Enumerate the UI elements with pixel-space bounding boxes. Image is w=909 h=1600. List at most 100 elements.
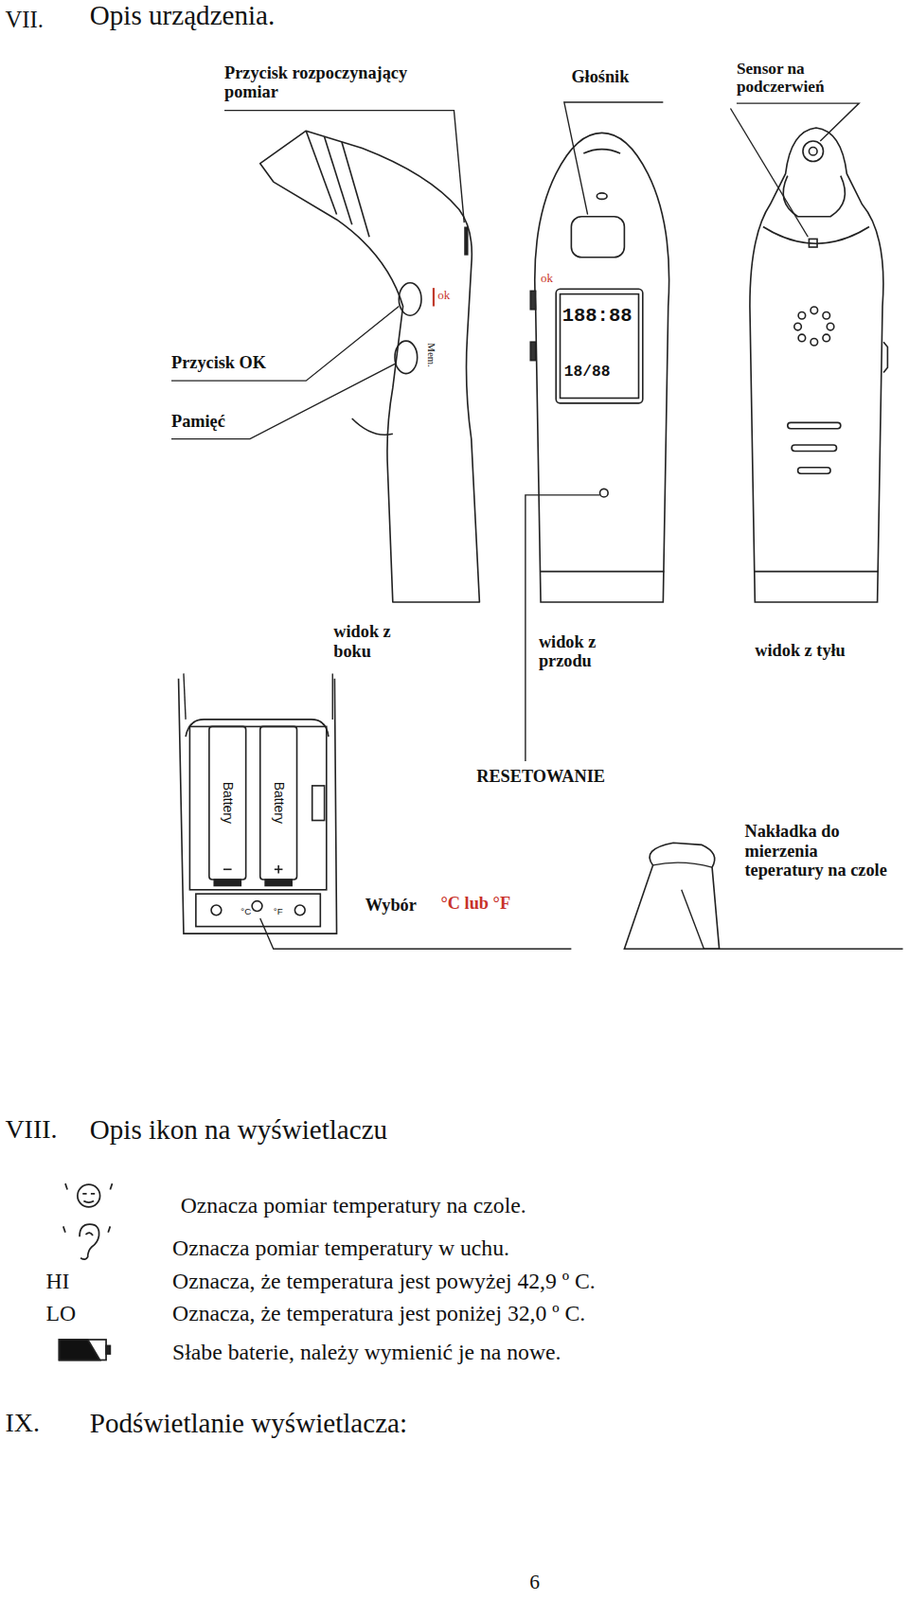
side-probe-ring: [341, 142, 370, 237]
leader-line: [730, 107, 808, 237]
forehead-cap: [623, 842, 719, 949]
front-bottom-band: [539, 570, 664, 573]
part-label: °C lub °F: [441, 893, 512, 913]
probe-clip: [808, 238, 818, 248]
forehead-icon: [77, 1184, 101, 1208]
view-label: widok z tyłu: [754, 641, 846, 660]
view-line: [183, 673, 186, 719]
forehead-icon: [65, 1183, 113, 1190]
leader-line: [681, 890, 904, 949]
section-heading: Opis urządzenia.: [89, 0, 276, 32]
view-label: widok z przodu: [538, 632, 626, 672]
unit-mark: °C: [240, 907, 251, 918]
side-key: [530, 290, 535, 309]
forehead-cap-line: [653, 862, 713, 868]
leader-lines: [171, 102, 904, 949]
battery-cell: [209, 726, 247, 880]
ir-sensor: [802, 141, 824, 162]
part-label: Pamięć: [171, 411, 226, 431]
part-label: Sensor na podczerwień: [736, 59, 865, 97]
front-view: [530, 132, 669, 603]
battery-contact: [265, 879, 292, 886]
battery-compartment: [178, 678, 338, 934]
minus-sign: [223, 868, 232, 871]
leader-line: [564, 102, 664, 215]
leader-line: [525, 495, 601, 762]
battery-text: Battery: [270, 782, 286, 824]
side-probe-ring: [324, 137, 353, 226]
button-mark: ok: [540, 271, 553, 286]
part-label: Głośnik: [570, 67, 629, 87]
red-mark: [432, 287, 435, 306]
icon-code: LO: [46, 1301, 77, 1327]
icon-description: Oznacza pomiar temperatury na czole.: [180, 1193, 527, 1219]
part-label: Przycisk rozpoczynający pomiar: [224, 63, 464, 103]
grille-slot: [787, 422, 841, 428]
part-label: RESETOWANIE: [476, 766, 606, 786]
leader-line: [224, 110, 464, 224]
section-number: IX.: [4, 1408, 40, 1438]
speaker-holes: [794, 306, 835, 346]
lcd-screen: [560, 294, 640, 399]
lcd-digits: 18/88: [564, 363, 611, 381]
grille-slot: [791, 445, 837, 451]
page-number: 6: [529, 1570, 540, 1594]
reset-hole: [600, 488, 609, 498]
compartment-floor: [196, 893, 321, 927]
ir-sensor-core: [808, 146, 818, 156]
button-mark: Mem.: [426, 342, 438, 368]
view-line: [332, 673, 334, 719]
back-side-bump: [883, 341, 888, 373]
compartment-rim: [185, 719, 329, 737]
side-view: [260, 130, 481, 603]
lcd-digits: 188:88: [562, 305, 633, 328]
icon-description: Słabe baterie, należy wymienić je na now…: [172, 1339, 561, 1366]
front-icon: [596, 193, 607, 199]
side-housing: [260, 130, 481, 603]
icon-description: Oznacza, że temperatura jest powyżej 42,…: [172, 1268, 596, 1295]
ear-icon: [63, 1226, 111, 1232]
leader-line: [260, 918, 572, 949]
battery-cell: [260, 726, 298, 880]
battery-icon: [58, 1339, 107, 1361]
back-view: [749, 127, 888, 603]
grille-slot: [798, 467, 831, 474]
memory-button: [394, 340, 418, 374]
button-mark: ok: [437, 288, 450, 303]
section-number: VII.: [4, 6, 44, 34]
ear-icon: [86, 1232, 94, 1236]
side-grip-line: [352, 418, 393, 435]
side-probe-ring: [305, 130, 337, 214]
section-heading: Podświetlanie wyświetlacza:: [89, 1408, 408, 1440]
icon-code: HI: [46, 1268, 71, 1295]
unit-switch: [251, 901, 263, 912]
speaker-button: [570, 216, 624, 258]
forehead-icon: [82, 1194, 95, 1203]
icon-description: Oznacza pomiar temperatury w uchu.: [172, 1235, 510, 1262]
plus-sign: [277, 865, 280, 874]
part-label: Przycisk OK: [171, 353, 267, 373]
part-label: Wybór: [365, 895, 417, 915]
section-heading: Opis ikon na wyświetlaczu: [89, 1114, 388, 1146]
back-bottom-band: [753, 570, 878, 573]
screw: [211, 905, 222, 916]
unit-mark: °F: [273, 907, 284, 918]
battery-contact: [213, 879, 241, 886]
compartment-housing: [178, 678, 338, 934]
leader-line: [736, 103, 859, 142]
screw: [294, 905, 305, 916]
front-housing: [534, 132, 670, 603]
battery-icon: [58, 1339, 100, 1361]
part-label: Nakładka do mierzenia teperatury na czol…: [745, 821, 889, 880]
probe-collar: [763, 226, 870, 244]
side-key: [530, 341, 535, 360]
leader-line: [171, 363, 396, 440]
lcd-frame: [555, 288, 643, 404]
ear-icon: [79, 1224, 100, 1260]
icon-description: Oznacza, że temperatura jest poniżej 32,…: [172, 1301, 586, 1327]
front-top-line: [583, 149, 621, 154]
battery-icon: [106, 1345, 110, 1355]
view-label: widok z boku: [333, 622, 415, 661]
compartment-well: [189, 726, 326, 890]
